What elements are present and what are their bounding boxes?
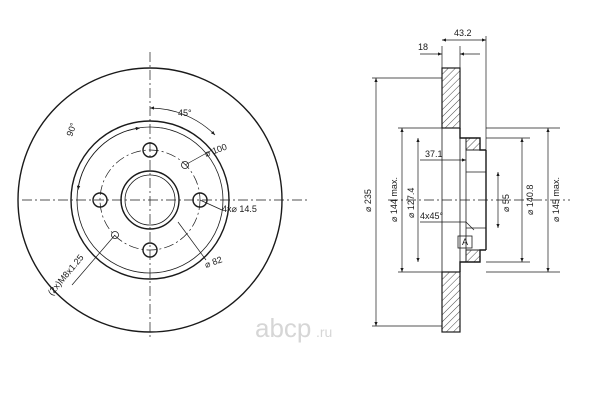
holes-label: 4x⌀ 14.5 <box>222 204 257 214</box>
depth-37-label: 37.1 <box>425 149 443 159</box>
holes-leader <box>199 199 223 211</box>
dia-145-label: ⌀ 145 max. <box>551 177 561 222</box>
thread-label: (2x)M8x1.25 <box>46 253 86 298</box>
hub-flange-top <box>465 137 481 151</box>
dia-144-label: ⌀ 144 max. <box>389 177 399 222</box>
bolt-hole <box>192 192 208 208</box>
watermark-suffix: .ru <box>316 324 332 340</box>
center-bore-chamfer <box>124 174 176 226</box>
outer-diameter-label: ⌀ 235 <box>363 189 373 212</box>
friction-ring-top-section <box>441 67 461 129</box>
side-view: A 43.2 18 ⌀ 235 ⌀ 144 max. ⌀ 127.4 37.1 <box>363 28 570 333</box>
dia-140-label: ⌀ 140.8 <box>525 185 535 215</box>
section-mark-box <box>457 235 473 249</box>
watermark-brand: abcp <box>255 313 311 343</box>
angle-90-label: 90° <box>64 121 78 138</box>
front-view: 90° 45° ⌀ 100 4x⌀ 14.5 ⌀ 82 (2x)M8x1.25 <box>17 52 308 340</box>
pcd-leader <box>184 149 213 166</box>
angle-45-arc <box>149 106 216 136</box>
bolt-holes <box>92 142 208 258</box>
hub-label: ⌀ 82 <box>203 254 223 270</box>
center-bore-label: ⌀ 55 <box>501 194 511 212</box>
hub-flange-bottom <box>465 249 481 263</box>
threaded-hole <box>111 231 119 239</box>
bolt-hole <box>92 192 108 208</box>
disc-thickness-label: 18 <box>418 42 428 52</box>
threaded-hole <box>181 161 189 169</box>
bolt-hole <box>142 242 158 258</box>
total-width-label: 43.2 <box>454 28 472 38</box>
bolt-hole <box>142 142 158 158</box>
center-bore <box>120 170 180 230</box>
threaded-holes <box>111 161 189 239</box>
chamfer-label: 4x45° <box>420 211 444 221</box>
friction-ring-bottom-section <box>441 271 461 333</box>
dia-127-label: ⌀ 127.4 <box>406 188 416 218</box>
section-mark-label: A <box>462 237 468 247</box>
angle-45-label: 45° <box>178 108 192 118</box>
hub-leader <box>177 221 207 261</box>
disc-outer-edge <box>17 67 283 333</box>
thread-leader <box>71 234 116 286</box>
watermark: abcp .ru <box>255 313 332 343</box>
chamfer-leader-tip <box>465 221 475 231</box>
angle-90-arc <box>76 126 141 191</box>
